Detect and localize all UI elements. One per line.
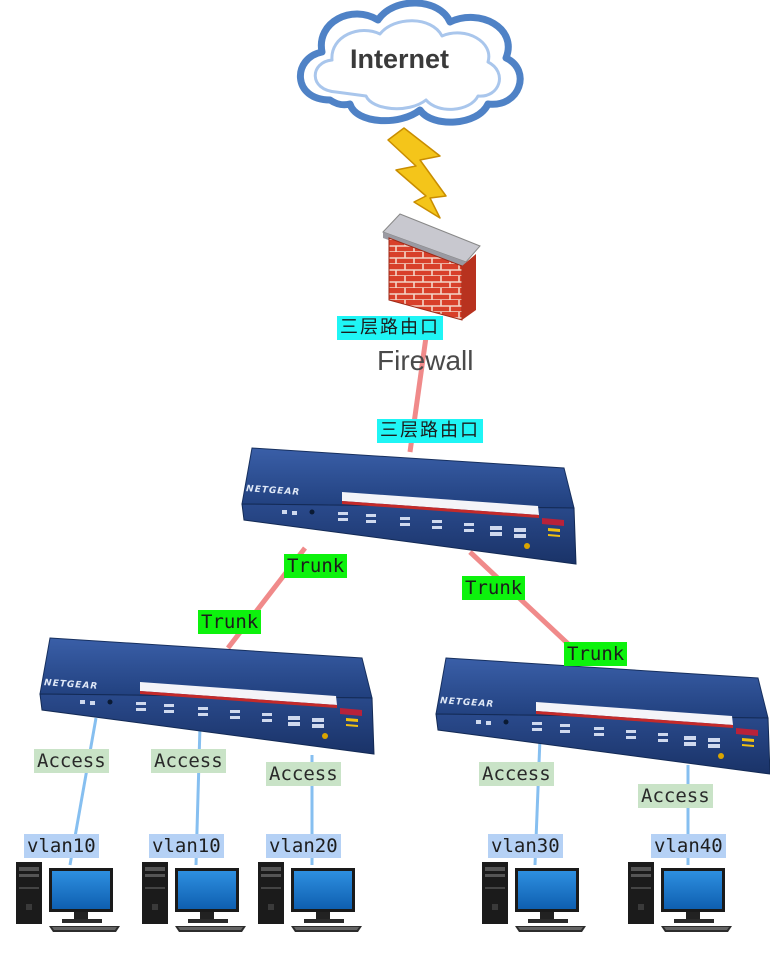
access-switch-left-icon	[39, 637, 375, 755]
host-pc-2-icon	[142, 862, 246, 932]
trunk-label-right-switch: Trunk	[564, 642, 628, 666]
firewall-icon	[382, 213, 481, 321]
vlan-label-4: vlan30	[488, 834, 563, 858]
access-port-label-1: Access	[34, 749, 109, 773]
host-pc-4-icon	[482, 862, 586, 932]
trunk-label-core-right: Trunk	[462, 576, 526, 600]
access-port-label-5: Access	[638, 784, 713, 808]
vlan-label-3: vlan20	[266, 834, 341, 858]
host-pc-5-icon	[628, 862, 732, 932]
core-switch-icon	[241, 447, 577, 565]
access-port-label-3: Access	[266, 762, 341, 786]
firewall-routed-port-label: 三层路由口	[337, 316, 443, 340]
vlan-label-5: vlan40	[651, 834, 726, 858]
internet-label: Internet	[350, 44, 450, 74]
core-routed-port-label: 三层路由口	[377, 419, 483, 443]
access-port-label-2: Access	[151, 749, 226, 773]
vlan-label-1: vlan10	[24, 834, 99, 858]
internet-cloud-icon	[296, 0, 524, 126]
access-port-label-4: Access	[479, 762, 554, 786]
link-core-right-switch	[468, 550, 582, 657]
trunk-label-left-switch: Trunk	[198, 610, 262, 634]
access-switch-right-icon	[435, 657, 770, 775]
lightning-bolt-icon	[387, 127, 447, 219]
host-pc-3-icon	[258, 862, 362, 932]
firewall-label: Firewall	[377, 345, 474, 376]
trunk-label-core-left: Trunk	[284, 554, 348, 578]
vlan-label-2: vlan10	[149, 834, 224, 858]
host-pc-1-icon	[16, 862, 120, 932]
